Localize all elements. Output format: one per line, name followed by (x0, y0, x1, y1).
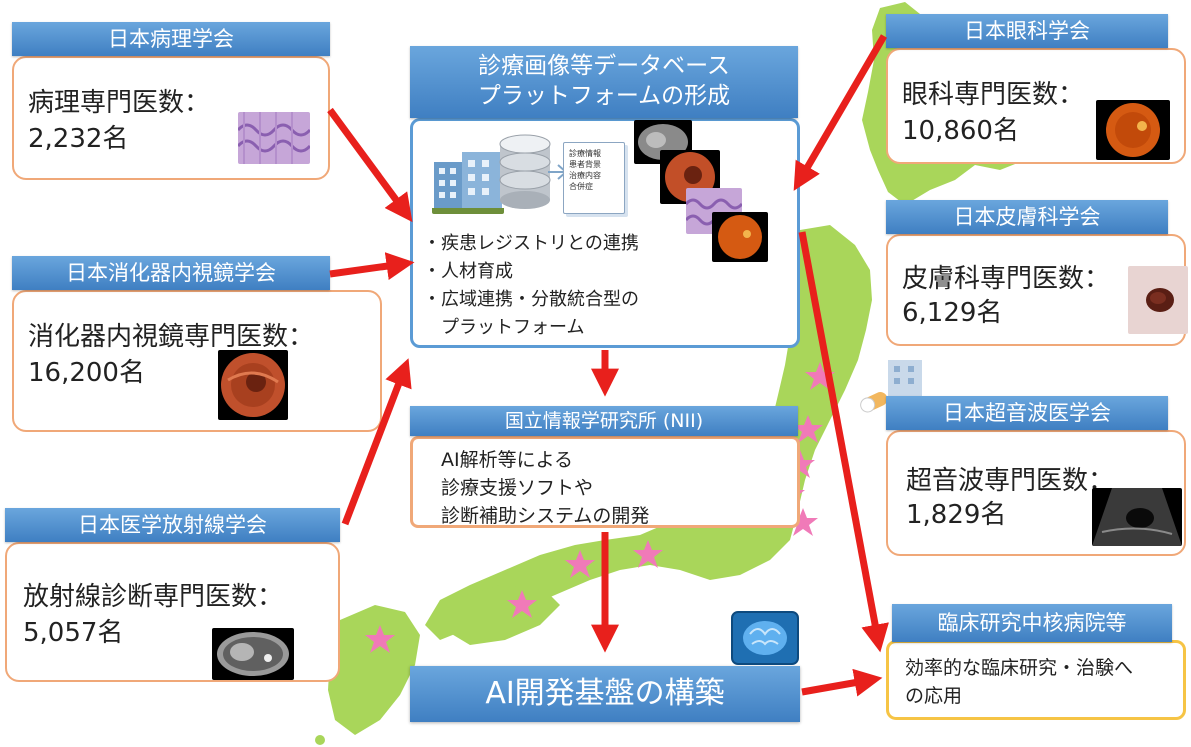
star-icon (507, 590, 537, 618)
kyushu-shape (328, 605, 420, 735)
endoscopy-image (218, 350, 288, 420)
radiology-count: 5,057名 (23, 618, 124, 648)
ultrasound-society-header: 日本超音波医学会 (886, 396, 1168, 430)
island-dot (315, 735, 325, 745)
fundus-image (1096, 100, 1170, 160)
ultrasound-label: 超音波専門医数： (906, 466, 1115, 496)
stacked-fundus-image (712, 212, 768, 262)
pathology-slide-image (238, 112, 310, 164)
radiology-society-header: 日本医学放射線学会 (5, 508, 340, 542)
ultrasound-count: 1,829名 (906, 500, 1007, 530)
dermatology-count: 6,129名 (902, 298, 1003, 328)
skin-lesion-image (1128, 266, 1188, 334)
pathology-society-header: 日本病理学会 (12, 22, 330, 56)
star-icon (365, 625, 395, 653)
honshu-shape (425, 225, 872, 640)
brain-ai-icon (731, 611, 799, 665)
doc-line-4: 合併症 (569, 182, 593, 191)
ophthalmology-society-header: 日本眼科学会 (886, 14, 1168, 48)
ultrasound-image (1092, 488, 1182, 546)
nii-line-3: 診断補助システムの開発 (441, 505, 650, 527)
ct-scan-image (212, 628, 294, 680)
star-icon (565, 550, 595, 578)
clinical-line-2: の応用 (905, 685, 963, 707)
dermatology-society-header: 日本皮膚科学会 (886, 200, 1168, 234)
platform-bullet-1: ・疾患レジストリとの連携 (423, 233, 639, 254)
database-cylinder-icon (499, 134, 551, 209)
endoscopy-label: 消化器内視鏡専門医数： (28, 322, 315, 352)
radiology-label: 放射線診断専門医数： (23, 582, 284, 612)
clinical-header: 臨床研究中核病院等 (892, 604, 1172, 642)
platform-header: 診療画像等データベース プラットフォームの形成 (410, 46, 798, 118)
small-building-icon (888, 360, 922, 400)
endoscopy-box: 消化器内視鏡専門医数： 16,200名 (12, 290, 382, 432)
nii-line-2: 診療支援ソフトや (441, 477, 594, 499)
doc-line-2: 患者背景 (569, 160, 601, 169)
ophthalmology-label: 眼科専門医数： (902, 80, 1085, 110)
endoscopy-count: 16,200名 (28, 358, 145, 388)
ophthalmology-count: 10,860名 (902, 116, 1019, 146)
doc-line-1: 診療情報 (569, 149, 601, 158)
platform-bullet-4: プラットフォーム (423, 317, 585, 338)
document-icon: 診療情報 患者背景 治療内容 合併症 (563, 142, 625, 214)
hospital-building-icon (432, 152, 504, 214)
pathology-label: 病理専門医数： (28, 88, 211, 118)
nii-header: 国立情報学研究所 (NII) (410, 406, 798, 436)
pathology-count: 2,232名 (28, 124, 129, 154)
platform-title-line2: プラットフォームの形成 (477, 83, 731, 109)
doc-line-3: 治療内容 (569, 171, 601, 180)
platform-bullet-2: ・人材育成 (423, 261, 513, 282)
platform-title-line1: 診療画像等データベース (478, 53, 730, 79)
platform-bullet-3: ・広域連携・分散統合型の (423, 289, 639, 310)
dermatology-label: 皮膚科専門医数： (902, 264, 1111, 294)
clinical-box: 効率的な臨床研究・治験へ の応用 (886, 640, 1186, 720)
ultrasound-box: 超音波専門医数： 1,829名 (886, 430, 1186, 556)
star-icon (633, 540, 663, 568)
endoscopy-society-header: 日本消化器内視鏡学会 (12, 256, 330, 290)
nii-box: AI解析等による 診療支援ソフトや 診断補助システムの開発 (410, 436, 800, 528)
clinical-line-1: 効率的な臨床研究・治験へ (905, 657, 1134, 679)
ai-platform-banner: AI開発基盤の構築 (410, 666, 800, 722)
nii-line-1: AI解析等による (441, 449, 574, 471)
pill-icon (860, 392, 888, 413)
